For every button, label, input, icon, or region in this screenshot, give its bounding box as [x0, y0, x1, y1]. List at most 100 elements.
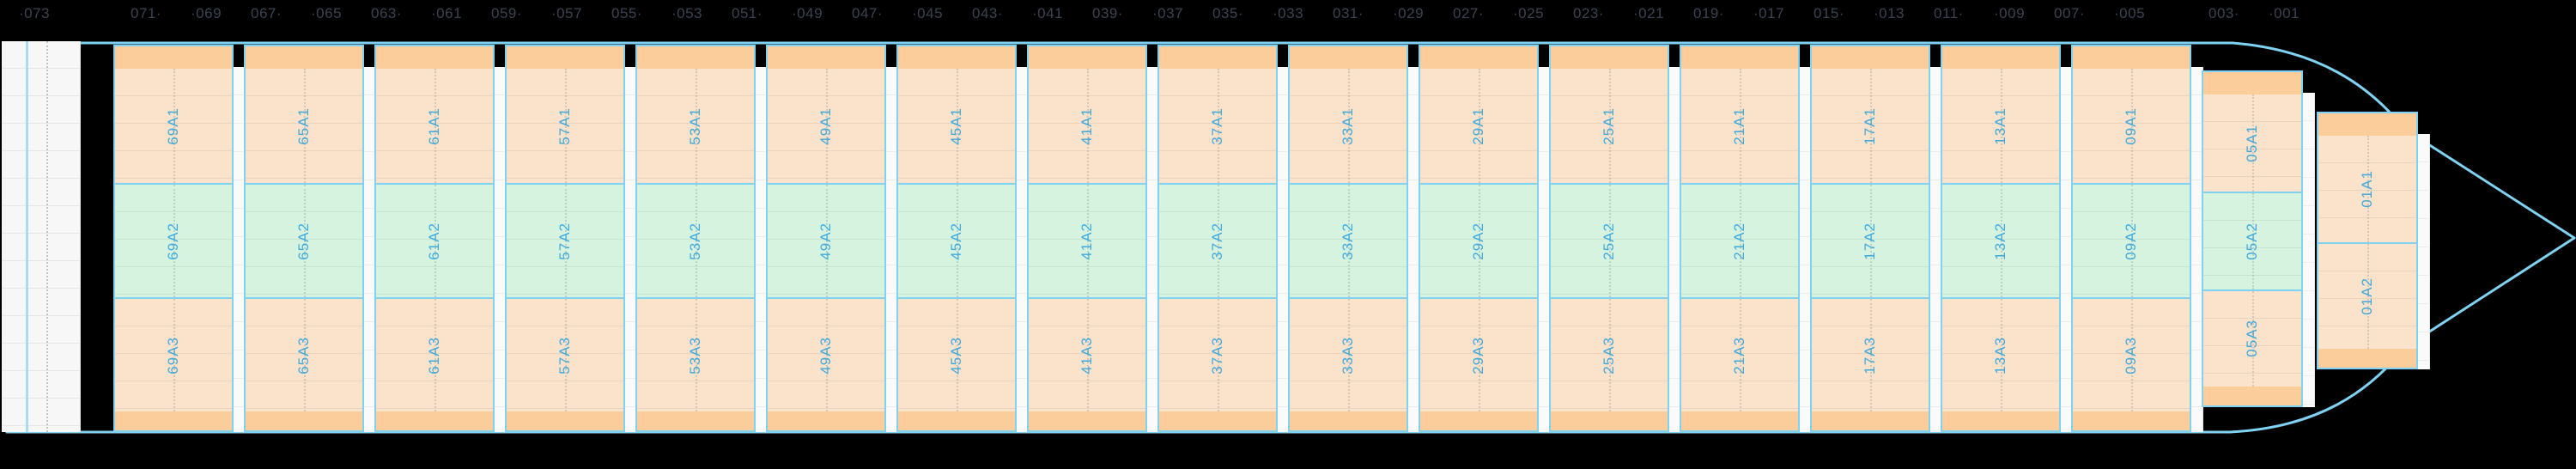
bay-stack-61[interactable]: 61A1 61A2 61A3 [374, 45, 495, 432]
bay-tier-61A1[interactable]: 61A1 [376, 69, 493, 183]
bay-tier-29A1[interactable]: 29A1 [1420, 69, 1537, 183]
bay-tier-05A2[interactable]: 05A2 [2203, 192, 2301, 289]
bay-tier-41A3[interactable]: 41A3 [1029, 297, 1145, 411]
bay-stack-45[interactable]: 45A1 45A2 45A3 [896, 45, 1017, 432]
bay-cap-bottom [376, 408, 493, 430]
bay-tier-45A2[interactable]: 45A2 [898, 183, 1015, 297]
bay-tier-09A1[interactable]: 09A1 [2073, 69, 2190, 183]
bay-tier-09A2[interactable]: 09A2 [2073, 183, 2190, 297]
bay-tier-25A3[interactable]: 25A3 [1551, 297, 1668, 411]
bay-tier-69A1[interactable]: 69A1 [115, 69, 232, 183]
bay-tier-53A2[interactable]: 53A2 [637, 183, 754, 297]
bay-tier-25A2[interactable]: 25A2 [1551, 183, 1668, 297]
bay-tier-01A1[interactable]: 01A1 [2318, 136, 2416, 242]
tier-label: 45A2 [948, 222, 964, 260]
bay-tier-41A2[interactable]: 41A2 [1029, 183, 1145, 297]
bay-cap-bottom [1942, 408, 2059, 430]
bay-tier-69A2[interactable]: 69A2 [115, 183, 232, 297]
bay-tier-33A1[interactable]: 33A1 [1290, 69, 1406, 183]
bay-tier-13A2[interactable]: 13A2 [1942, 183, 2059, 297]
bay-tier-61A3[interactable]: 61A3 [376, 297, 493, 411]
bay-tier-05A1[interactable]: 05A1 [2203, 94, 2301, 192]
bay-tier-13A1[interactable]: 13A1 [1942, 69, 2059, 183]
bay-tier-65A2[interactable]: 65A2 [246, 183, 362, 297]
bay-tier-45A3[interactable]: 45A3 [898, 297, 1015, 411]
stern-empty-grid[interactable] [2, 41, 81, 432]
bay-tier-29A2[interactable]: 29A2 [1420, 183, 1537, 297]
bay-ruler-tick-003: 003· [2208, 5, 2240, 21]
bay-tier-53A1[interactable]: 53A1 [637, 69, 754, 183]
tier-label: 05A1 [2244, 124, 2260, 162]
bay-tier-53A3[interactable]: 53A3 [637, 297, 754, 411]
bay-tier-21A3[interactable]: 21A3 [1681, 297, 1798, 411]
bay-tier-33A2[interactable]: 33A2 [1290, 183, 1406, 297]
bay-tier-57A3[interactable]: 57A3 [507, 297, 623, 411]
bay-ruler-tick-055: 055· [611, 5, 643, 21]
bay-tier-17A1[interactable]: 17A1 [1812, 69, 1929, 183]
bay-tier-33A3[interactable]: 33A3 [1290, 297, 1406, 411]
bay-45[interactable]: 45A1 45A2 45A3 [896, 45, 1029, 432]
bay-cap-bottom [2203, 383, 2301, 405]
bay-ruler-tick-005: ·005 [2114, 5, 2146, 21]
bay-tier-13A3[interactable]: 13A3 [1942, 297, 2059, 411]
bay-tier-17A3[interactable]: 17A3 [1812, 297, 1929, 411]
bay-tier-09A3[interactable]: 09A3 [2073, 297, 2190, 411]
bay-ruler-tick-063: 063· [371, 5, 403, 21]
tier-label: 61A2 [426, 222, 442, 260]
bay-tier-21A2[interactable]: 21A2 [1681, 183, 1798, 297]
bay-tier-45A1[interactable]: 45A1 [898, 69, 1015, 183]
bay-tier-69A3[interactable]: 69A3 [115, 297, 232, 411]
bay-tier-65A1[interactable]: 65A1 [246, 69, 362, 183]
bay-tier-25A1[interactable]: 25A1 [1551, 69, 1668, 183]
bay-tier-37A2[interactable]: 37A2 [1159, 183, 1276, 297]
bay-tier-61A2[interactable]: 61A2 [376, 183, 493, 297]
bay-tier-49A3[interactable]: 49A3 [768, 297, 884, 411]
bay-61[interactable]: 61A1 61A2 61A3 [374, 45, 507, 432]
bay-tier-57A2[interactable]: 57A2 [507, 183, 623, 297]
bay-tier-49A2[interactable]: 49A2 [768, 183, 884, 297]
bay-tier-21A1[interactable]: 21A1 [1681, 69, 1798, 183]
bay-tier-49A1[interactable]: 49A1 [768, 69, 884, 183]
bay-tier-41A1[interactable]: 41A1 [1029, 69, 1145, 183]
bay-tier-57A1[interactable]: 57A1 [507, 69, 623, 183]
bay-tier-29A3[interactable]: 29A3 [1420, 297, 1537, 411]
bay-tier-65A3[interactable]: 65A3 [246, 297, 362, 411]
bay-tier-37A1[interactable]: 37A1 [1159, 69, 1276, 183]
bay-tier-01A2[interactable]: 01A2 [2318, 242, 2416, 349]
bay-tier-05A3[interactable]: 05A3 [2203, 289, 2301, 387]
bay-tier-37A3[interactable]: 37A3 [1159, 297, 1276, 411]
bay-tier-17A2[interactable]: 17A2 [1812, 183, 1929, 297]
